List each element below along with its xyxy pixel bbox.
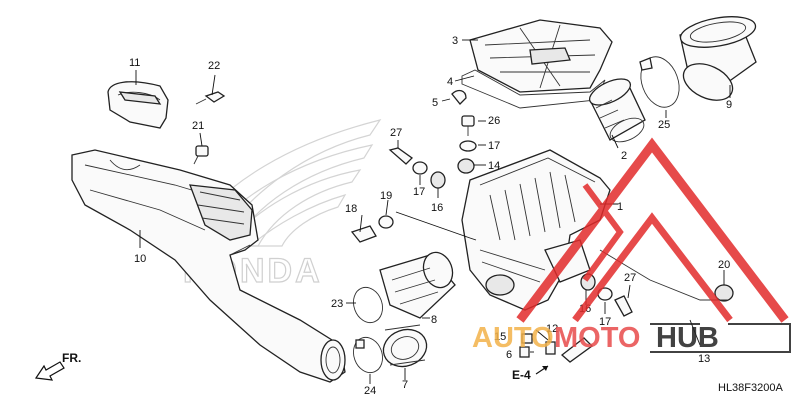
- watermark-triangle-left: [582, 183, 624, 282]
- callout-8: 8: [431, 314, 437, 326]
- front-arrow-icon: [34, 361, 65, 381]
- callout-4: 4: [447, 76, 453, 88]
- bolt-part-21: [193, 145, 209, 165]
- callout-11: 11: [129, 57, 140, 69]
- clip-part-6: [519, 346, 530, 358]
- fastener-part-5: [451, 89, 467, 105]
- air-cleaner-cover-part-3: [469, 19, 613, 93]
- callout-27b: 27: [624, 272, 636, 284]
- callout-1: 1: [617, 201, 623, 213]
- callout-21: 21: [192, 120, 204, 132]
- grommet-part-14: [457, 158, 475, 174]
- sensor-part-19: [378, 215, 394, 229]
- callout-12: 12: [546, 323, 558, 335]
- watermark-triangle-outer: [516, 137, 789, 323]
- plug-part-18: [350, 225, 377, 243]
- callout-27a: 27: [390, 127, 402, 139]
- watermark-logo: AUTO MOTO HUB: [472, 137, 791, 354]
- callout-labels: 1 2 3 4 5 6 7 8 9 10 11 12 13 14 15 16 1…: [129, 35, 732, 397]
- clip-part-22: [195, 91, 226, 105]
- filter-core-part-2: [588, 78, 646, 143]
- callout-13: 13: [698, 353, 710, 365]
- callout-14: 14: [488, 160, 500, 172]
- drain-hose-part: [560, 337, 593, 363]
- section-reference: E-4: [512, 365, 549, 382]
- callout-19: 19: [380, 190, 392, 202]
- callout-25: 25: [658, 119, 670, 131]
- bolt-part-26: [461, 115, 475, 136]
- callout-7: 7: [402, 379, 408, 391]
- connecting-tube-part-8: [379, 251, 456, 319]
- diagram-code: HL38F3200A: [718, 382, 783, 394]
- joint-part-7: [382, 324, 428, 368]
- watermark-hub-text: HUB: [656, 322, 719, 354]
- callout-26: 26: [488, 115, 500, 127]
- leader-lines: [135, 39, 731, 384]
- callout-5: 5: [432, 97, 438, 109]
- watermark-auto-text: AUTO: [472, 322, 554, 354]
- callout-9: 9: [726, 99, 732, 111]
- callout-23: 23: [331, 298, 343, 310]
- callout-20: 20: [718, 259, 730, 271]
- front-label: FR.: [62, 351, 81, 365]
- callout-2: 2: [621, 150, 627, 162]
- grommet-part-17a: [459, 140, 477, 152]
- filter-element-part-9: [679, 16, 757, 101]
- section-code: E-4: [512, 368, 531, 382]
- callout-6: 6: [506, 349, 512, 361]
- bolt-part-27b: [614, 295, 633, 317]
- watermark-hub-frame: [650, 323, 791, 353]
- clamp-band-part-25: [639, 56, 680, 108]
- callout-22: 22: [208, 60, 220, 72]
- callout-18: 18: [345, 203, 357, 215]
- callout-15: 15: [494, 331, 506, 343]
- clamp-part-12: [545, 341, 556, 355]
- grommet-part-17b: [412, 161, 428, 175]
- watermark-triangle-inner: [572, 212, 733, 323]
- cover-part-11: [107, 81, 169, 129]
- callout-10: 10: [134, 253, 146, 265]
- callout-3: 3: [452, 35, 458, 47]
- watermark-moto-text: MOTO: [554, 322, 640, 354]
- callout-17b: 17: [413, 186, 425, 198]
- bolt-part-27a: [388, 147, 414, 165]
- callout-16a: 16: [431, 202, 443, 214]
- callout-17c: 17: [599, 316, 611, 328]
- grommet-part-16a: [430, 171, 446, 189]
- callout-24: 24: [364, 385, 376, 397]
- clamp-part-24: [353, 336, 383, 374]
- callout-17a: 17: [488, 140, 500, 152]
- intake-duct-part-10: [71, 149, 346, 383]
- clamp-part-23: [353, 286, 383, 324]
- front-direction-indicator: FR.: [34, 351, 81, 381]
- clip-part-15: [521, 333, 533, 344]
- seal-part-4: [461, 69, 606, 109]
